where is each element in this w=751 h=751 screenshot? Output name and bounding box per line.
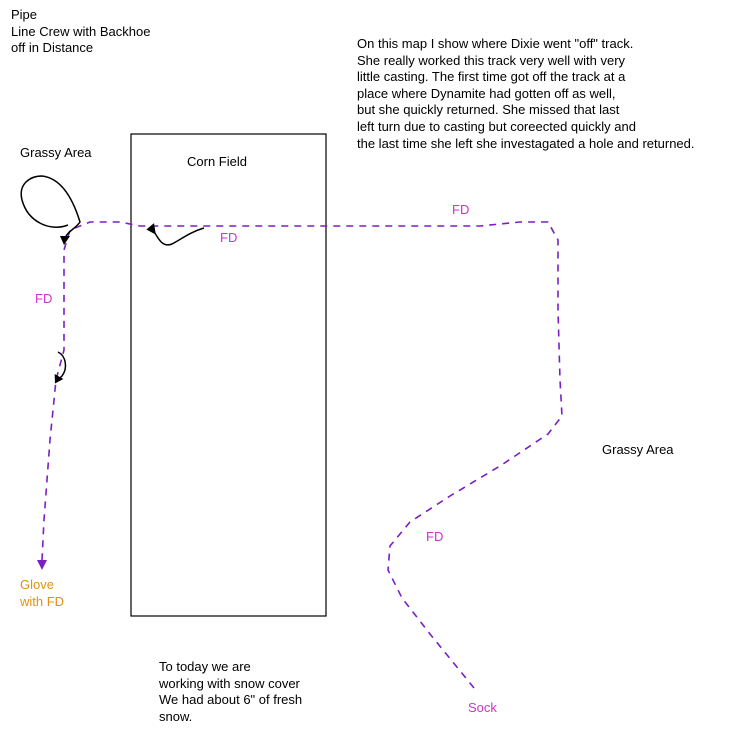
narrative-text: On this map I show where Dixie went "off… — [357, 36, 695, 151]
dog-track-path — [41, 221, 563, 689]
excursion-arrowhead — [146, 223, 156, 235]
hook-arrowhead — [54, 374, 64, 384]
snow-note: To today we are working with snow cover … — [159, 659, 303, 724]
grassy-area-loop — [20, 175, 81, 237]
track-end-arrow — [37, 560, 47, 570]
pipe-note: Pipe Line Crew with Backhoe off in Dista… — [11, 7, 151, 56]
grassy-area-right-label: Grassy Area — [602, 442, 674, 457]
sock-label: Sock — [468, 700, 497, 715]
corn-field-excursion — [151, 227, 205, 246]
grassy-area-left-label: Grassy Area — [20, 145, 92, 160]
corn-field-label: Corn Field — [187, 154, 247, 169]
fd-label-top: FD — [452, 202, 470, 217]
glove-label: Glove with FD — [20, 577, 65, 609]
fd-label-left: FD — [35, 291, 53, 306]
loop-arrowhead — [60, 236, 70, 245]
fd-label-bottom: FD — [426, 529, 444, 544]
fd-label-corn: FD — [220, 230, 238, 245]
corn-field-rect — [130, 133, 327, 617]
